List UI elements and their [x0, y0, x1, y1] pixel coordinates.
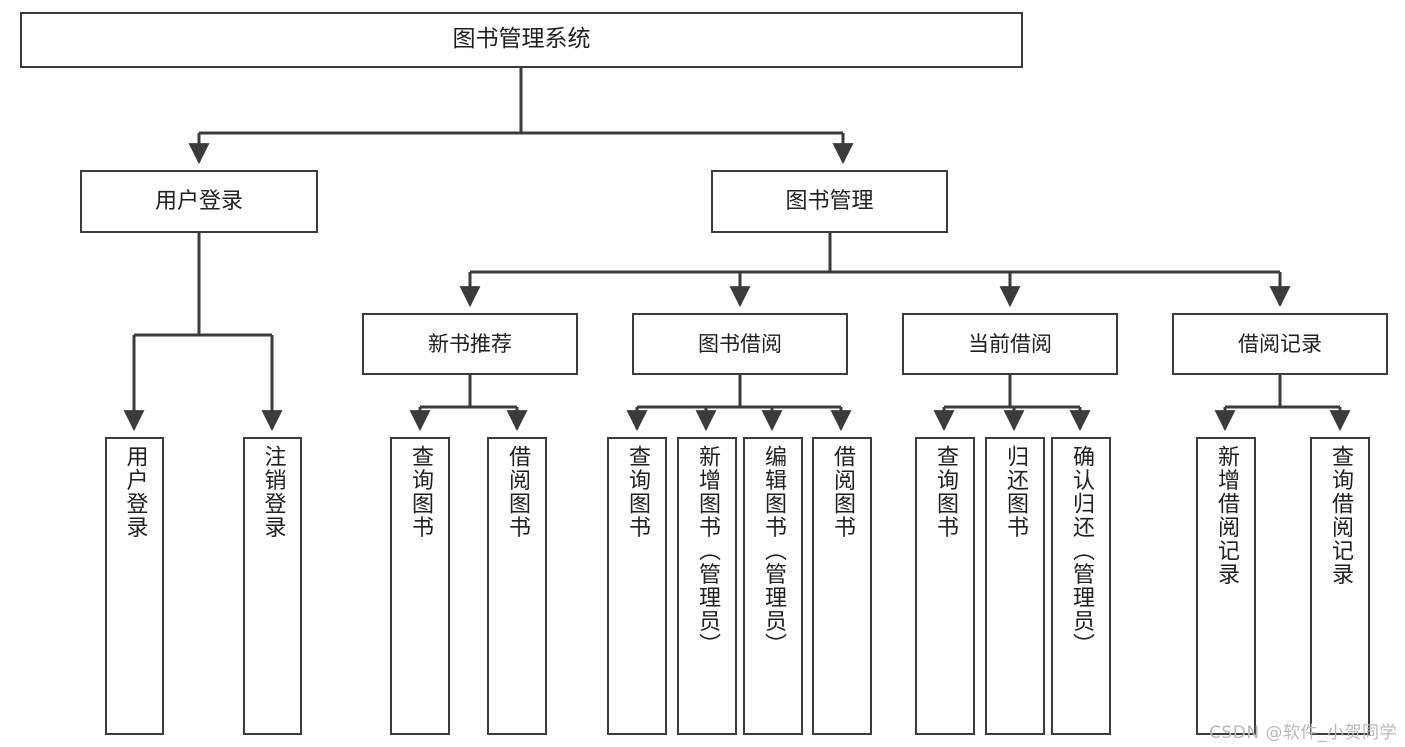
node-book-management-label: 图书管理 — [785, 188, 874, 214]
leaf-user-login-signout-label: 注销登录 — [260, 445, 286, 539]
leaf-recommend-borrow-book-label: 借阅图书 — [505, 445, 530, 539]
node-user-login-label: 用户登录 — [154, 188, 243, 214]
node-user-login[interactable]: 用户登录 — [80, 170, 318, 233]
leaf-borrow-add-book-label: 新增图书（管理员） — [695, 445, 720, 657]
watermark: CSDN @软件_小贺同学 — [1209, 723, 1397, 743]
leaf-current-return-book-label: 归还图书 — [1003, 445, 1028, 539]
leaf-borrow-query-book[interactable]: 查询图书 — [607, 437, 667, 735]
leaf-current-confirm-return-label: 确认归还（管理员） — [1069, 445, 1094, 657]
leaf-recommend-borrow-book[interactable]: 借阅图书 — [487, 437, 547, 735]
node-new-book-recommend-label: 新书推荐 — [428, 331, 512, 356]
node-current-borrow-label: 当前借阅 — [968, 331, 1052, 356]
leaf-borrow-borrow-book-label: 借阅图书 — [830, 445, 855, 539]
node-book-management[interactable]: 图书管理 — [711, 170, 948, 233]
leaf-borrow-borrow-book[interactable]: 借阅图书 — [812, 437, 872, 735]
node-book-borrow-label: 图书借阅 — [698, 331, 782, 356]
leaf-borrow-edit-book[interactable]: 编辑图书（管理员） — [743, 437, 803, 735]
node-borrow-record-label: 借阅记录 — [1238, 331, 1322, 356]
node-root-label: 图书管理系统 — [452, 26, 591, 53]
leaf-current-query-book-label: 查询图书 — [933, 445, 958, 539]
leaf-record-query-record-label: 查询借阅记录 — [1328, 445, 1353, 586]
leaf-user-login-signin-label: 用户登录 — [122, 445, 148, 539]
leaf-recommend-query-book-label: 查询图书 — [408, 445, 433, 539]
leaf-recommend-query-book[interactable]: 查询图书 — [390, 437, 450, 735]
leaf-current-confirm-return[interactable]: 确认归还（管理员） — [1051, 437, 1111, 735]
leaf-user-login-signout[interactable]: 注销登录 — [243, 437, 302, 735]
leaf-borrow-query-book-label: 查询图书 — [625, 445, 650, 539]
node-book-borrow[interactable]: 图书借阅 — [632, 313, 848, 375]
node-borrow-record[interactable]: 借阅记录 — [1172, 313, 1388, 375]
leaf-borrow-edit-book-label: 编辑图书（管理员） — [761, 445, 786, 657]
node-current-borrow[interactable]: 当前借阅 — [902, 313, 1118, 375]
leaf-current-query-book[interactable]: 查询图书 — [915, 437, 975, 735]
leaf-record-query-record[interactable]: 查询借阅记录 — [1310, 437, 1370, 735]
leaf-user-login-signin[interactable]: 用户登录 — [105, 437, 164, 735]
leaf-record-add-record-label: 新增借阅记录 — [1214, 445, 1239, 586]
node-new-book-recommend[interactable]: 新书推荐 — [362, 313, 578, 375]
node-root[interactable]: 图书管理系统 — [20, 12, 1023, 68]
leaf-borrow-add-book[interactable]: 新增图书（管理员） — [677, 437, 737, 735]
leaf-record-add-record[interactable]: 新增借阅记录 — [1196, 437, 1256, 735]
leaf-current-return-book[interactable]: 归还图书 — [985, 437, 1045, 735]
